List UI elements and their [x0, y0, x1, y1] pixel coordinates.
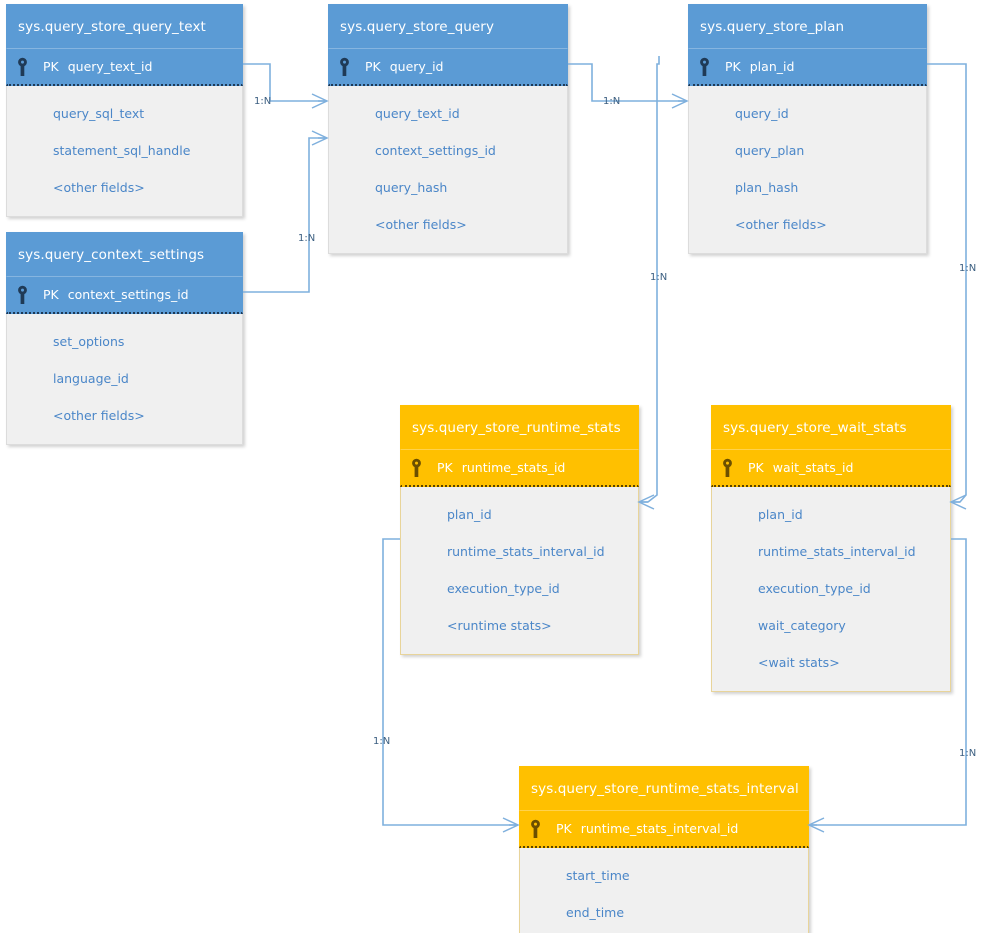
pk-label: PK	[437, 460, 453, 475]
field-row[interactable]: execution_type_id	[758, 581, 871, 596]
field-row[interactable]: query_text_id	[375, 106, 460, 121]
field-row[interactable]: set_options	[53, 334, 125, 349]
cardinality-label: 1:N	[959, 263, 976, 274]
cardinality-label: 1:N	[650, 272, 667, 283]
pk-label: PK	[748, 460, 764, 475]
pk-label: PK	[365, 59, 381, 74]
entity-title: sys.query_context_settings	[6, 232, 243, 277]
entity-primary-key-row[interactable]: PK query_id	[328, 49, 568, 86]
pk-label: PK	[43, 59, 59, 74]
entity-query-store-query[interactable]: sys.query_store_query PK query_id query_…	[328, 4, 568, 254]
pk-field-name: runtime_stats_interval_id	[580, 821, 739, 836]
pk-field-name: wait_stats_id	[772, 460, 854, 475]
pk-field-name: runtime_stats_id	[461, 460, 566, 475]
entity-title: sys.query_store_runtime_stats	[400, 405, 639, 450]
field-row[interactable]: query_sql_text	[53, 106, 145, 121]
entity-query-store-runtime-stats[interactable]: sys.query_store_runtime_stats PK runtime…	[400, 405, 639, 655]
entity-primary-key-row[interactable]: PK wait_stats_id	[711, 450, 951, 487]
field-row[interactable]: <other fields>	[735, 217, 827, 232]
entity-fields: set_options language_id <other fields>	[6, 314, 243, 445]
field-row[interactable]: plan_id	[447, 507, 492, 522]
entity-fields: plan_id runtime_stats_interval_id execut…	[400, 487, 639, 655]
entity-primary-key-row[interactable]: PK runtime_stats_interval_id	[519, 811, 809, 848]
field-row[interactable]: runtime_stats_interval_id	[447, 544, 605, 559]
entity-title: sys.query_store_wait_stats	[711, 405, 951, 450]
pk-field-name: query_id	[389, 59, 444, 74]
key-icon	[17, 285, 28, 304]
field-row[interactable]: plan_id	[758, 507, 803, 522]
key-icon	[530, 819, 541, 838]
relationship-r3: 1:N	[568, 63, 689, 109]
field-row[interactable]: execution_type_id	[447, 581, 560, 596]
field-row[interactable]: <other fields>	[53, 180, 145, 195]
entity-primary-key-row[interactable]: PK plan_id	[688, 49, 927, 86]
key-icon	[722, 458, 733, 477]
cardinality-label: 1:N	[254, 96, 271, 107]
relationship-r4: 1:N	[637, 56, 667, 510]
field-row[interactable]: wait_category	[758, 618, 846, 633]
entity-primary-key-row[interactable]: PK runtime_stats_id	[400, 450, 639, 487]
entity-query-context-settings[interactable]: sys.query_context_settings PK context_se…	[6, 232, 243, 445]
field-row[interactable]: <other fields>	[53, 408, 145, 423]
field-row[interactable]: end_time	[566, 905, 625, 920]
field-row[interactable]: language_id	[53, 371, 129, 386]
entity-fields: query_text_id context_settings_id query_…	[328, 86, 568, 254]
entity-fields: query_id query_plan plan_hash <other fie…	[688, 86, 927, 254]
cardinality-label: 1:N	[959, 748, 976, 759]
entity-fields: start_time end_time	[519, 848, 809, 933]
field-row[interactable]: <runtime stats>	[447, 618, 552, 633]
field-row[interactable]: query_plan	[735, 143, 805, 158]
field-row[interactable]: query_id	[735, 106, 789, 121]
entity-query-store-wait-stats[interactable]: sys.query_store_wait_stats PK wait_stats…	[711, 405, 951, 692]
pk-label: PK	[556, 821, 572, 836]
pk-field-name: context_settings_id	[67, 287, 189, 302]
pk-field-name: query_text_id	[67, 59, 153, 74]
pk-label: PK	[43, 287, 59, 302]
entity-fields: query_sql_text statement_sql_handle <oth…	[6, 86, 243, 217]
pk-field-name: plan_id	[749, 59, 795, 74]
entity-primary-key-row[interactable]: PK query_text_id	[6, 49, 243, 86]
entity-title: sys.query_store_runtime_stats_interval	[519, 766, 809, 811]
entity-title: sys.query_store_query	[328, 4, 568, 49]
relationship-r2: 1:N	[243, 130, 329, 293]
entity-query-store-runtime-stats-interval[interactable]: sys.query_store_runtime_stats_interval P…	[519, 766, 809, 933]
field-row[interactable]: query_hash	[375, 180, 448, 195]
field-row[interactable]: statement_sql_handle	[53, 143, 191, 158]
pk-label: PK	[725, 59, 741, 74]
entity-title: sys.query_store_plan	[688, 4, 927, 49]
entity-fields: plan_id runtime_stats_interval_id execut…	[711, 487, 951, 692]
field-row[interactable]: start_time	[566, 868, 630, 883]
relationship-r1: 1:N	[243, 63, 329, 109]
entity-query-store-query-text[interactable]: sys.query_store_query_text PK query_text…	[6, 4, 243, 217]
field-row[interactable]: runtime_stats_interval_id	[758, 544, 916, 559]
cardinality-label: 1:N	[298, 233, 315, 244]
field-row[interactable]: <other fields>	[375, 217, 467, 232]
field-row[interactable]: plan_hash	[735, 180, 799, 195]
key-icon	[17, 57, 28, 76]
field-row[interactable]: <wait stats>	[758, 655, 840, 670]
cardinality-label: 1:N	[603, 96, 620, 107]
entity-primary-key-row[interactable]: PK context_settings_id	[6, 277, 243, 314]
entity-query-store-plan[interactable]: sys.query_store_plan PK plan_id query_id…	[688, 4, 927, 254]
key-icon	[339, 57, 350, 76]
entity-title: sys.query_store_query_text	[6, 4, 243, 49]
field-row[interactable]: context_settings_id	[375, 143, 496, 158]
cardinality-label: 1:N	[373, 736, 390, 747]
key-icon	[699, 57, 710, 76]
key-icon	[411, 458, 422, 477]
